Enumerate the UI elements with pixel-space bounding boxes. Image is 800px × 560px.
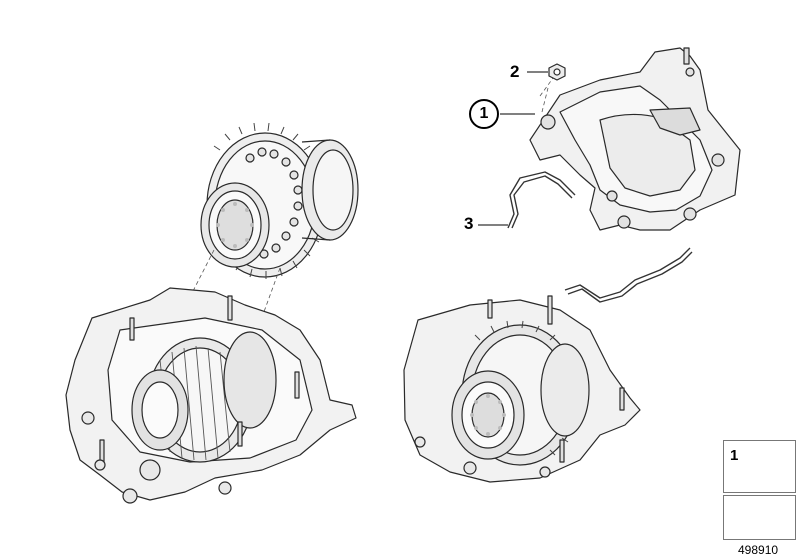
callout-1: 1: [469, 99, 499, 129]
crown-gear-assembly: [200, 122, 359, 279]
legend-arrow-box: [723, 495, 796, 540]
legend-number: 1: [730, 447, 739, 464]
housing-left: [65, 287, 357, 504]
leader-lines: [478, 71, 548, 226]
document-id: 498910: [738, 543, 779, 557]
legend-part-box: 1: [723, 440, 796, 493]
callout-2: 2: [510, 62, 520, 81]
callout-3: 3: [464, 214, 474, 233]
nut: [548, 63, 566, 81]
housing-right: [403, 295, 641, 483]
callout-1-label: 1: [479, 105, 489, 122]
breather-pipe: [507, 171, 693, 303]
cover-housing: [529, 47, 741, 231]
